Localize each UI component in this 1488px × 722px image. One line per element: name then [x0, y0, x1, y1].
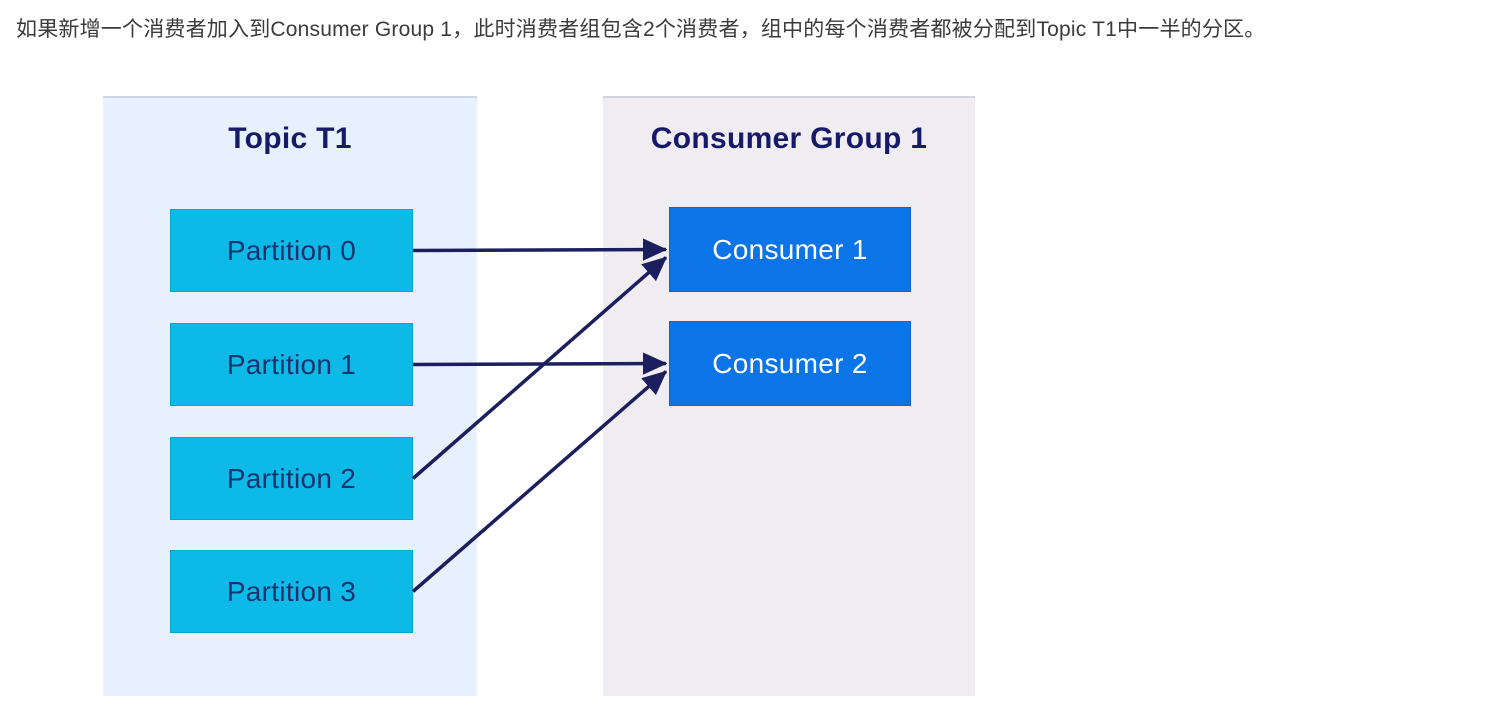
partition-2-box: Partition 2 — [170, 437, 413, 520]
topic-panel: Topic T1 Partition 0 Partition 1 Partiti… — [103, 96, 477, 696]
consumer-group-panel: Consumer Group 1 Consumer 1 Consumer 2 — [603, 96, 975, 696]
partition-1-box: Partition 1 — [170, 323, 413, 406]
topic-panel-title: Topic T1 — [228, 122, 352, 155]
caption-text: 如果新增一个消费者加入到Consumer Group 1，此时消费者组包含2个消… — [16, 18, 1266, 41]
consumer-group-panel-title: Consumer Group 1 — [650, 122, 928, 155]
consumer-2-box: Consumer 2 — [669, 321, 911, 406]
partition-0-box: Partition 0 — [170, 209, 413, 292]
partition-3-box: Partition 3 — [170, 550, 413, 633]
consumer-1-box: Consumer 1 — [669, 207, 911, 292]
